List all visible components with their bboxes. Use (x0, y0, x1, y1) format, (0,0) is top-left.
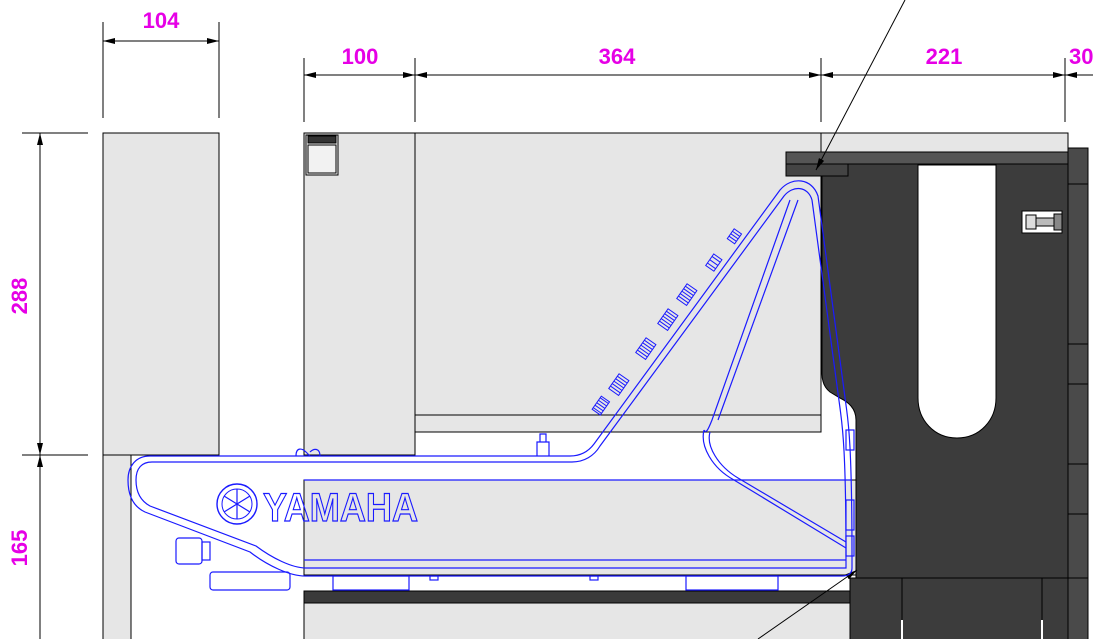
stand-base-mid (901, 577, 1043, 639)
stand-top-rail (785, 151, 1073, 165)
dim-label-221: 221 (926, 44, 963, 69)
knob (726, 228, 743, 245)
dim-label-288: 288 (7, 278, 32, 315)
small-fixture-top (307, 135, 337, 144)
leader-line-bottom (757, 569, 858, 639)
console-foot-right (685, 575, 779, 591)
yamaha-logo: YAMAHA (216, 483, 419, 531)
console-foot-left (332, 575, 410, 591)
knob (676, 283, 698, 307)
right-top-panel (820, 132, 1069, 154)
brand-logo-text: YAMAHA (263, 486, 418, 530)
stand-edge-ribs (1067, 147, 1089, 639)
dim-label-364: 364 (599, 44, 636, 69)
knob (608, 373, 630, 397)
floor-cabinet (303, 602, 857, 639)
stand-cutout (917, 164, 997, 439)
console-front-jack (175, 537, 203, 565)
wall-panel-104 (102, 132, 220, 456)
console-knobs (591, 228, 743, 416)
tuning-fork-emblem (216, 483, 258, 525)
console-stand (785, 147, 1089, 639)
rack-top-lip (414, 414, 822, 433)
dim-label-165: 165 (7, 530, 32, 567)
small-fixture-inner (307, 144, 337, 174)
knob (705, 253, 723, 272)
dim-label-100: 100 (342, 44, 379, 69)
floor-plate (303, 590, 857, 604)
knob (635, 337, 657, 361)
dimension-lines (22, 0, 1093, 639)
mixing-console (127, 180, 855, 591)
stand-base-left (849, 577, 903, 639)
lower-cabinet (303, 479, 857, 576)
console-body (127, 180, 853, 577)
left-wall-panels (102, 132, 220, 639)
floor-panel-left (102, 454, 132, 639)
knob (591, 395, 611, 416)
dim-label-30: 30 (1069, 44, 1093, 69)
xlr-connector (1021, 210, 1063, 234)
rack-panels (303, 132, 1069, 639)
leader-line-top (815, 0, 906, 171)
stand-base-right (1041, 577, 1073, 639)
dim-label-104: 104 (143, 8, 180, 33)
rack-top-panel (414, 132, 822, 416)
stand-top-block (785, 163, 849, 177)
knob (657, 308, 679, 332)
dimension-labels: 104 100 364 221 30 288 165 (7, 8, 1093, 566)
rack-side-panel (303, 132, 416, 456)
